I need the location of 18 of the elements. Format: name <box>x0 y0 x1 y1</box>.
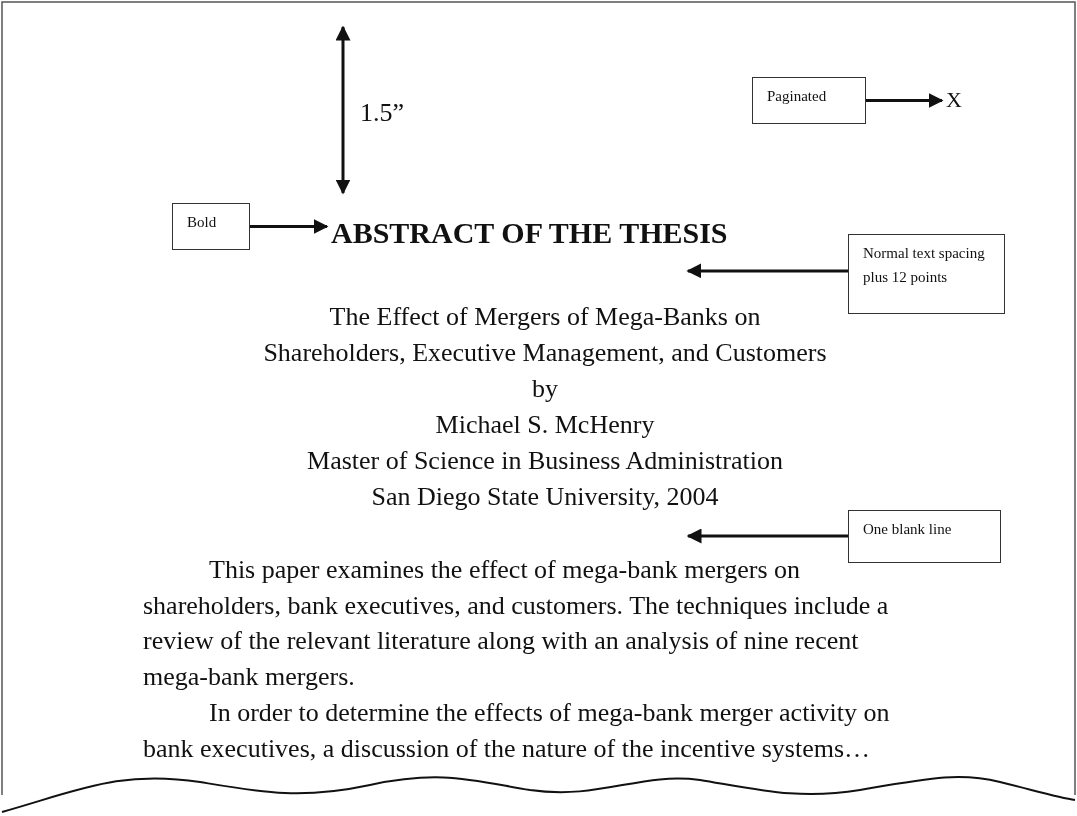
arrow <box>250 219 329 234</box>
author-name: Michael S. McHenry <box>435 410 655 440</box>
degree-line: Master of Science in Business Administration <box>307 446 783 476</box>
subtitle-line: Shareholders, Executive Management, and Customers <box>263 338 827 368</box>
annotation-box: One blank line <box>848 510 1001 563</box>
abstract-heading: ABSTRACT OF THE THESIS <box>331 216 761 272</box>
annotation-box: Normal text spacing plus 12 points <box>848 234 1005 314</box>
university-line: San Diego State University, 2004 <box>371 482 719 512</box>
subtitle-line: The Effect of Mergers of Mega-Banks on <box>329 302 761 332</box>
annotation-box: Paginated <box>752 77 866 124</box>
arrow <box>686 263 848 279</box>
abstract-paragraph: In order to determine the effects of mega-bank merger activity on bank executives, a discussion of the nature of the incentive systems… <box>143 697 891 765</box>
arrow <box>866 93 944 108</box>
byline: by <box>532 374 558 404</box>
arrow <box>686 528 848 544</box>
page-number-mark: X <box>946 84 974 116</box>
annotation-box: Bold <box>172 203 250 250</box>
dimension-label: 1.5” <box>360 98 405 128</box>
